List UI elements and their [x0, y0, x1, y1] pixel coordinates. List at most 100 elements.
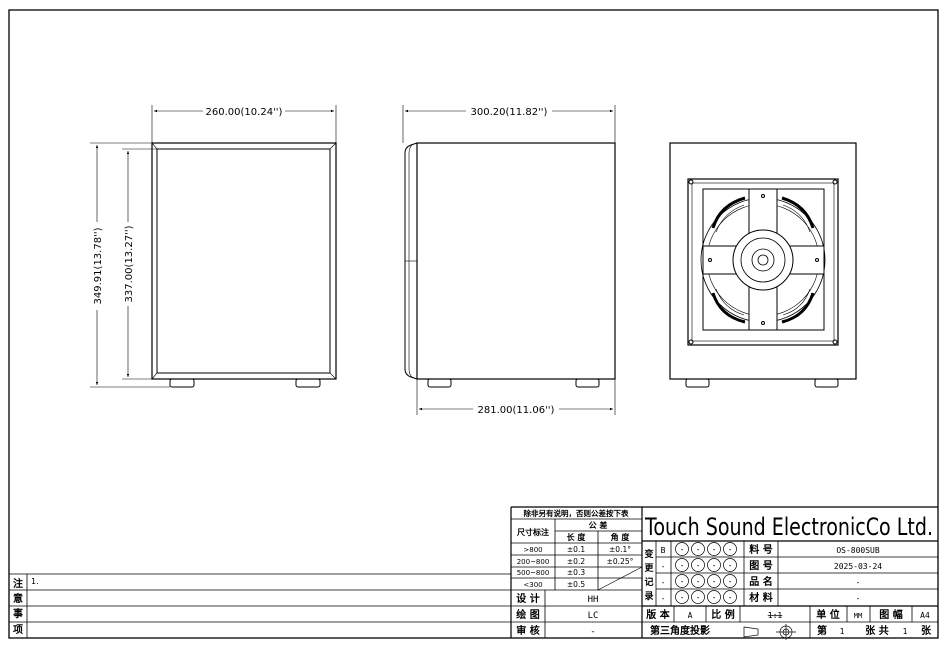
revision-circle-mark: -: [696, 593, 701, 602]
revision-circles: ----------------: [675, 542, 737, 604]
review-value: -: [590, 627, 595, 637]
revision-circle-mark: -: [712, 545, 717, 554]
revision-circle-mark: -: [712, 577, 717, 586]
revision-circle-mark: -: [712, 561, 717, 570]
revision-circle-mark: -: [728, 545, 733, 554]
revision-row-3: -: [661, 578, 666, 587]
revision-label-4: 录: [644, 591, 653, 602]
field-label-drawing-no: 图 号: [749, 560, 772, 572]
notes-area: [9, 573, 511, 638]
revision-circle-mark: -: [680, 561, 685, 570]
tol-row-4-range: <300: [523, 581, 542, 589]
tol-row-2-range: 200~800: [517, 558, 550, 566]
notes-label-4: 项: [13, 624, 23, 636]
revision-circle: [723, 590, 737, 604]
sheet-suffix: 张: [921, 624, 932, 637]
tol-row-1-angle: ±0.1°: [609, 545, 631, 554]
tolerance-title: 除非另有说明，否则公差按下表: [524, 508, 629, 518]
third-angle-projection-symbol: [743, 624, 796, 640]
field-value-product-name: -: [856, 578, 861, 587]
revision-circle-mark: -: [696, 545, 701, 554]
revision-circle: [723, 558, 737, 572]
drawing-border: [8, 9, 939, 639]
field-value-material: -: [856, 594, 861, 603]
size-value: A4: [920, 611, 930, 620]
size-header: 尺寸标注: [517, 527, 549, 537]
tol-row-1-length: ±0.1: [567, 545, 585, 554]
projection-label: 第三角度投影: [650, 624, 710, 637]
field-label-material: 材 料: [749, 591, 772, 604]
tol-row-1-range: >800: [523, 546, 542, 554]
revision-circle: [675, 542, 689, 556]
revision-label-2: 更: [644, 563, 654, 574]
tol-row-4-length: ±0.5: [567, 580, 585, 589]
draw-label: 绘 图: [516, 608, 539, 621]
revision-label-1: 变: [644, 548, 653, 560]
field-value-part-no: OS-800SUB: [836, 546, 880, 555]
revision-circle-mark: -: [696, 577, 701, 586]
revision-circle: [707, 574, 721, 588]
revision-circle: [707, 542, 721, 556]
front-width-dimension: 260.00(10.24''): [151, 105, 337, 143]
length-header: 长 度: [567, 532, 587, 542]
unit-value: MM: [854, 612, 862, 620]
scale-label: 比 例: [711, 608, 734, 621]
revision-circle: [691, 558, 705, 572]
tol-row-2-angle: ±0.25°: [607, 557, 634, 566]
revision-circle-mark: -: [712, 593, 717, 602]
revision-circle: [707, 558, 721, 572]
outer-height-label: 349.91(13.78''): [93, 227, 104, 304]
field-value-drawing-no: 2025-03-24: [834, 562, 882, 571]
review-label: 审 核: [516, 624, 539, 637]
revision-circle: [691, 542, 705, 556]
version-value: A: [688, 611, 693, 620]
revision-circle: [691, 574, 705, 588]
revision-circle-mark: -: [680, 593, 685, 602]
company-name: Touch Sound ElectronicCo Ltd.: [644, 513, 933, 541]
angle-header: 角 度: [611, 532, 631, 542]
tol-row-3-range: 500~800: [517, 569, 550, 577]
field-label-part-no: 料 号: [749, 543, 772, 556]
speaker-view: [669, 142, 857, 388]
revision-circle-mark: -: [680, 577, 685, 586]
sheet-total: 1: [903, 627, 908, 636]
revision-circle: [675, 574, 689, 588]
notes-label-2: 意: [13, 592, 23, 605]
front-view: [151, 142, 337, 388]
revision-circle-mark: -: [728, 593, 733, 602]
scale-value: 1:1: [768, 611, 783, 620]
revision-circle: [723, 574, 737, 588]
sheet-number: 1: [840, 627, 845, 636]
side-bottom-label: 281.00(11.06''): [478, 405, 555, 416]
side-view: [404, 142, 616, 388]
tol-header: 公 差: [589, 520, 608, 530]
tol-row-3-length: ±0.3: [567, 568, 585, 577]
size-label: 图 幅: [879, 608, 902, 621]
note-item-1: 1.: [31, 577, 39, 586]
revision-row-4: -: [661, 594, 666, 603]
unit-label: 单 位: [816, 608, 839, 621]
side-bottom-dimension: 281.00(11.06''): [416, 379, 616, 416]
height-dimensions: 349.91(13.78'') 337.00(13.27''): [90, 142, 170, 388]
revision-circle: [675, 590, 689, 604]
revision-label-3: 记: [644, 576, 653, 588]
sheet-mid: 张 共: [865, 624, 888, 637]
inner-height-label: 337.00(13.27''): [124, 225, 135, 302]
sheet-prefix: 第: [817, 624, 827, 637]
revision-circle: [691, 590, 705, 604]
revision-circle-mark: -: [680, 545, 685, 554]
revision-circle-mark: -: [696, 561, 701, 570]
revision-circle: [707, 590, 721, 604]
draw-value: LC: [588, 611, 599, 621]
tol-row-2-length: ±0.2: [567, 557, 585, 566]
revision-circle-mark: -: [728, 561, 733, 570]
revision-circle: [675, 558, 689, 572]
notes-label-3: 事: [13, 607, 23, 620]
front-width-label: 260.00(10.24''): [206, 107, 283, 118]
field-label-product-name: 品 名: [749, 575, 772, 588]
revision-row-1: B: [661, 546, 666, 555]
title-block-grid: [510, 506, 938, 638]
notes-label-1: 注: [13, 577, 23, 590]
side-top-dimension: 300.20(11.82''): [402, 105, 616, 143]
